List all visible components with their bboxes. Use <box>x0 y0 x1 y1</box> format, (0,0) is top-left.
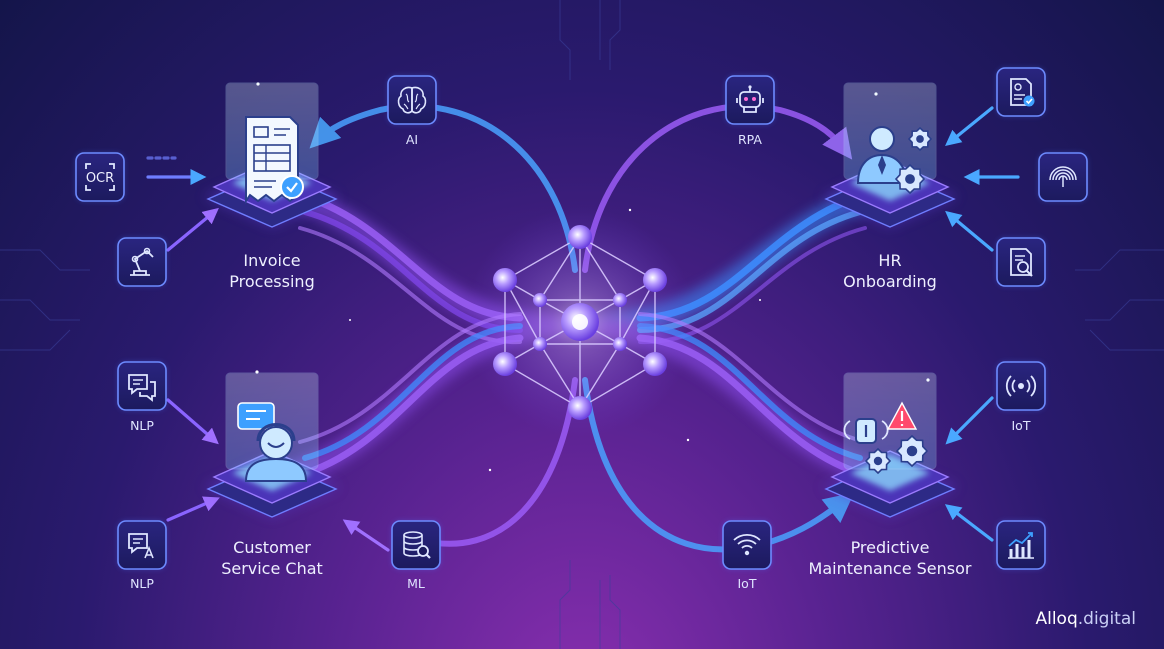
process-node-chat <box>204 372 340 518</box>
process-label-line1: Invoice <box>243 251 301 270</box>
translate-chat-icon <box>128 533 154 559</box>
tech-node-frame <box>725 75 775 125</box>
support-agent-icon <box>237 402 308 482</box>
input-arrows <box>146 106 1020 552</box>
process-label-line1: HR <box>878 251 902 270</box>
signal-icon <box>1005 375 1037 397</box>
ocr-scan-icon <box>85 163 115 191</box>
network-hub-icon <box>465 207 695 437</box>
robot-icon <box>736 85 764 113</box>
brand-suffix: .digital <box>1077 609 1136 629</box>
tech-node-frame <box>75 152 125 202</box>
process-label-line1: Customer <box>233 538 311 557</box>
fingerprint-icon <box>1049 166 1077 187</box>
process-label-line1: Predictive <box>850 538 930 557</box>
tech-node-doc-search <box>996 237 1046 287</box>
process-label-line2: Processing <box>229 272 315 291</box>
sensor-warning-gear-icon <box>843 401 929 475</box>
tech-node-fingerprint <box>1038 152 1088 202</box>
tech-label-iot-right: IoT <box>1011 418 1031 433</box>
wireless-sensor-icon <box>733 533 761 556</box>
tech-label-ml: ML <box>407 576 425 591</box>
tech-node-iot-right <box>996 361 1046 411</box>
tech-node-ocr: OCR <box>75 152 125 202</box>
tech-node-doc-check <box>996 67 1046 117</box>
tech-node-frame <box>996 67 1046 117</box>
database-search-icon <box>403 531 431 559</box>
employee-gear-icon <box>856 126 933 195</box>
tech-node-nlp1 <box>117 361 167 411</box>
document-check-icon <box>1010 78 1035 107</box>
process-node-maint <box>822 372 958 518</box>
document-search-icon <box>1010 248 1033 277</box>
process-label-line2: Service Chat <box>221 559 323 578</box>
tech-node-frame <box>391 520 441 570</box>
process-label-line2: Onboarding <box>843 272 937 291</box>
tech-node-rpa <box>725 75 775 125</box>
brand-logo: Alloq.digital <box>1035 609 1136 629</box>
tech-node-ml <box>391 520 441 570</box>
brain-icon <box>397 86 427 114</box>
bar-chart-trend-icon <box>1008 532 1034 559</box>
invoice-icon <box>245 116 304 205</box>
tech-label-iot-bottom: IoT <box>737 576 757 591</box>
tech-node-ai <box>387 75 437 125</box>
brand-name: Alloq <box>1035 609 1078 629</box>
tech-node-frame <box>117 237 167 287</box>
process-label-chat: Customer Service Chat <box>162 537 382 579</box>
tech-node-nlp2 <box>117 520 167 570</box>
tech-label-nlp-2: NLP <box>130 576 154 591</box>
robot-arm-icon <box>130 247 154 276</box>
process-node-invoice <box>204 82 340 228</box>
tech-node-robot-arm <box>117 237 167 287</box>
tech-label-ocr: OCR <box>86 171 114 186</box>
process-label-line2: Maintenance Sensor <box>808 559 972 578</box>
tech-node-iot-bottom <box>722 520 772 570</box>
process-label-maintenance: Predictive Maintenance Sensor <box>780 537 1000 579</box>
process-label-hr: HR Onboarding <box>780 250 1000 292</box>
tech-node-frame <box>996 520 1046 570</box>
tech-label-rpa: RPA <box>738 132 762 147</box>
tech-node-frame <box>117 361 167 411</box>
chat-bubbles-icon <box>128 374 156 402</box>
process-label-invoice: Invoice Processing <box>162 250 382 292</box>
tech-node-analytics <box>996 520 1046 570</box>
tech-label-ai: AI <box>405 132 419 147</box>
tech-node-frame <box>117 520 167 570</box>
tech-label-nlp-1: NLP <box>130 418 154 433</box>
process-node-hr <box>822 82 958 228</box>
